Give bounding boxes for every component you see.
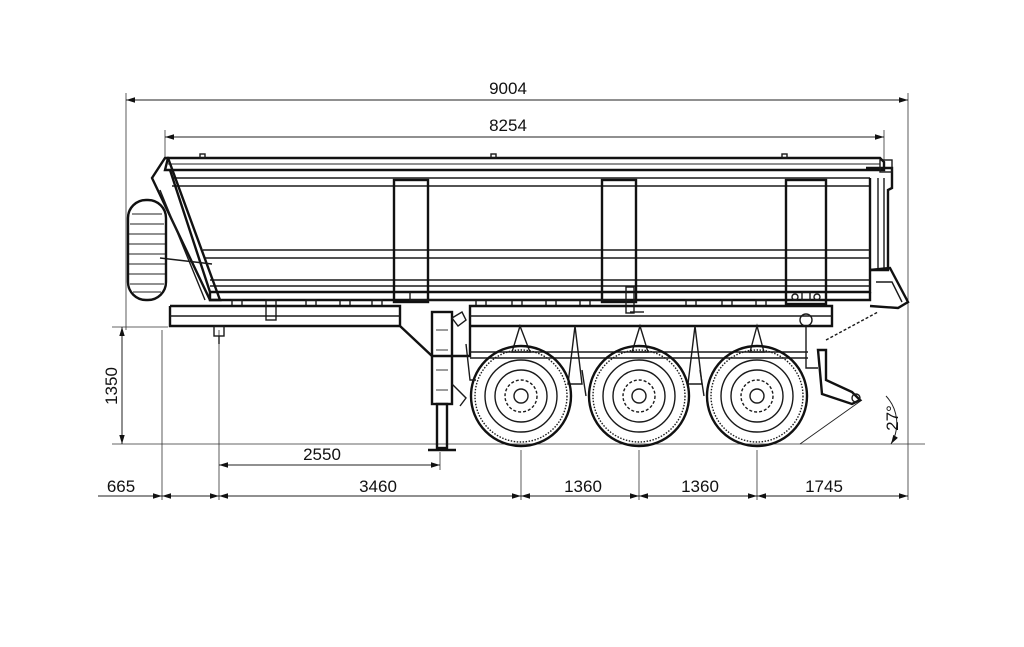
landing-gear — [428, 310, 467, 452]
dimension-labels: 9004 8254 1350 2550 665 3460 1360 1360 1… — [102, 79, 902, 496]
axle-spacing-2-label: 1360 — [681, 477, 719, 496]
overall-length-label: 9004 — [489, 79, 527, 98]
wheel-3 — [705, 344, 809, 448]
coupling-height-label: 1350 — [102, 367, 121, 405]
rear-overhang-label: 1745 — [805, 477, 843, 496]
wheel-1 — [469, 344, 573, 448]
kingpin-to-first-axle-label: 3460 — [359, 477, 397, 496]
chassis-frame — [168, 299, 879, 406]
tipper-body — [150, 153, 910, 314]
body-length-label: 8254 — [489, 116, 527, 135]
spare-wheel — [126, 198, 168, 302]
axle-shock-absorbers — [465, 343, 705, 397]
dimension-lines — [98, 93, 925, 500]
departure-angle-label: 27° — [883, 405, 902, 431]
wheel-2 — [587, 344, 691, 448]
kingpin-to-landing-gear-label: 2550 — [303, 445, 341, 464]
front-overhang-label: 665 — [107, 477, 135, 496]
axle-spacing-1-label: 1360 — [564, 477, 602, 496]
